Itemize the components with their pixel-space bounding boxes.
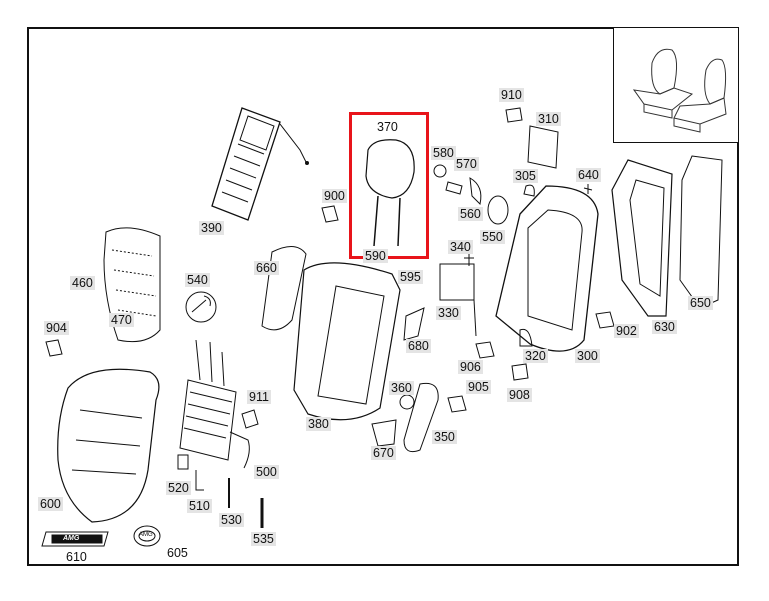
label-320[interactable]: 320 [523,349,548,363]
label-470[interactable]: 470 [109,313,134,327]
label-640[interactable]: 640 [576,168,601,182]
part-680-trim [403,307,425,341]
badge-round-text: AMG [139,532,153,538]
label-530[interactable]: 530 [219,513,244,527]
part-370-headrest [365,139,415,247]
label-580[interactable]: 580 [431,146,456,160]
label-670[interactable]: 670 [371,446,396,460]
label-610[interactable]: 610 [66,550,87,564]
part-910-connector [505,107,523,123]
label-600[interactable]: 600 [38,497,63,511]
label-605[interactable]: 605 [167,546,188,560]
badge-amg-text: AMG [63,535,80,542]
part-605-round-badge [133,525,161,547]
part-630-outer-frame [611,159,673,317]
label-590[interactable]: 590 [363,249,388,263]
label-370[interactable]: 370 [377,120,398,134]
label-908[interactable]: 908 [507,388,532,402]
label-900[interactable]: 900 [322,189,347,203]
label-905[interactable]: 905 [466,380,491,394]
label-906[interactable]: 906 [458,360,483,374]
part-670-trim [371,419,397,447]
part-570-knob [445,181,463,195]
part-660-side-trim [261,246,307,331]
label-300[interactable]: 300 [575,349,600,363]
label-380[interactable]: 380 [306,417,331,431]
label-535[interactable]: 535 [251,532,276,546]
part-350-side-cover [403,382,439,453]
label-904[interactable]: 904 [44,321,69,335]
label-310[interactable]: 310 [536,112,561,126]
part-550-cover [487,195,509,225]
label-560[interactable]: 560 [458,207,483,221]
part-650-rear-frame [679,155,723,309]
label-630[interactable]: 630 [652,320,677,334]
label-595[interactable]: 595 [398,270,423,284]
part-911-connector [241,409,259,429]
label-540[interactable]: 540 [185,273,210,287]
label-350[interactable]: 350 [432,430,457,444]
label-390[interactable]: 390 [199,221,224,235]
highlight-box-370 [349,112,429,259]
part-300-backrest-frame [495,185,599,352]
part-500-wiring [179,339,250,469]
label-520[interactable]: 520 [166,481,191,495]
part-540-tool [185,291,217,323]
label-305[interactable]: 305 [513,169,538,183]
part-900-connector [321,205,339,223]
part-640-screw [583,184,593,194]
part-610-badge [41,531,109,547]
label-650[interactable]: 650 [688,296,713,310]
label-550[interactable]: 550 [480,230,505,244]
part-560-clip [469,177,482,205]
part-902-connector [595,311,615,329]
label-660[interactable]: 660 [254,261,279,275]
part-904-connector [45,339,63,357]
label-902[interactable]: 902 [614,324,639,338]
part-520-connector [177,454,189,470]
seat-overview-inset [613,27,739,143]
part-380-backrest-cover [293,262,401,421]
label-680[interactable]: 680 [406,339,431,353]
part-600-seat-cover [57,368,160,523]
part-908-connector [511,363,529,381]
part-460-backrest-pad [103,227,161,343]
label-911[interactable]: 911 [247,390,271,404]
part-510-clip [195,470,204,491]
label-910[interactable]: 910 [499,88,524,102]
seat-overview-icon [632,48,727,133]
label-340[interactable]: 340 [448,240,473,254]
label-500[interactable]: 500 [254,465,279,479]
part-580-ring [433,164,447,178]
part-360-cap [399,394,415,410]
part-906-connector [475,341,495,359]
part-390-lumbar-panel [211,107,309,221]
label-570[interactable]: 570 [454,157,479,171]
part-310-module [527,125,559,169]
label-360[interactable]: 360 [389,381,414,395]
part-330-switch-panel [439,263,475,301]
label-330[interactable]: 330 [436,306,461,320]
part-320-latch [519,328,533,347]
label-510[interactable]: 510 [187,499,212,513]
label-460[interactable]: 460 [70,276,95,290]
part-305-part [523,184,535,197]
part-330-lead [473,299,477,337]
part-905-connector [447,395,467,413]
